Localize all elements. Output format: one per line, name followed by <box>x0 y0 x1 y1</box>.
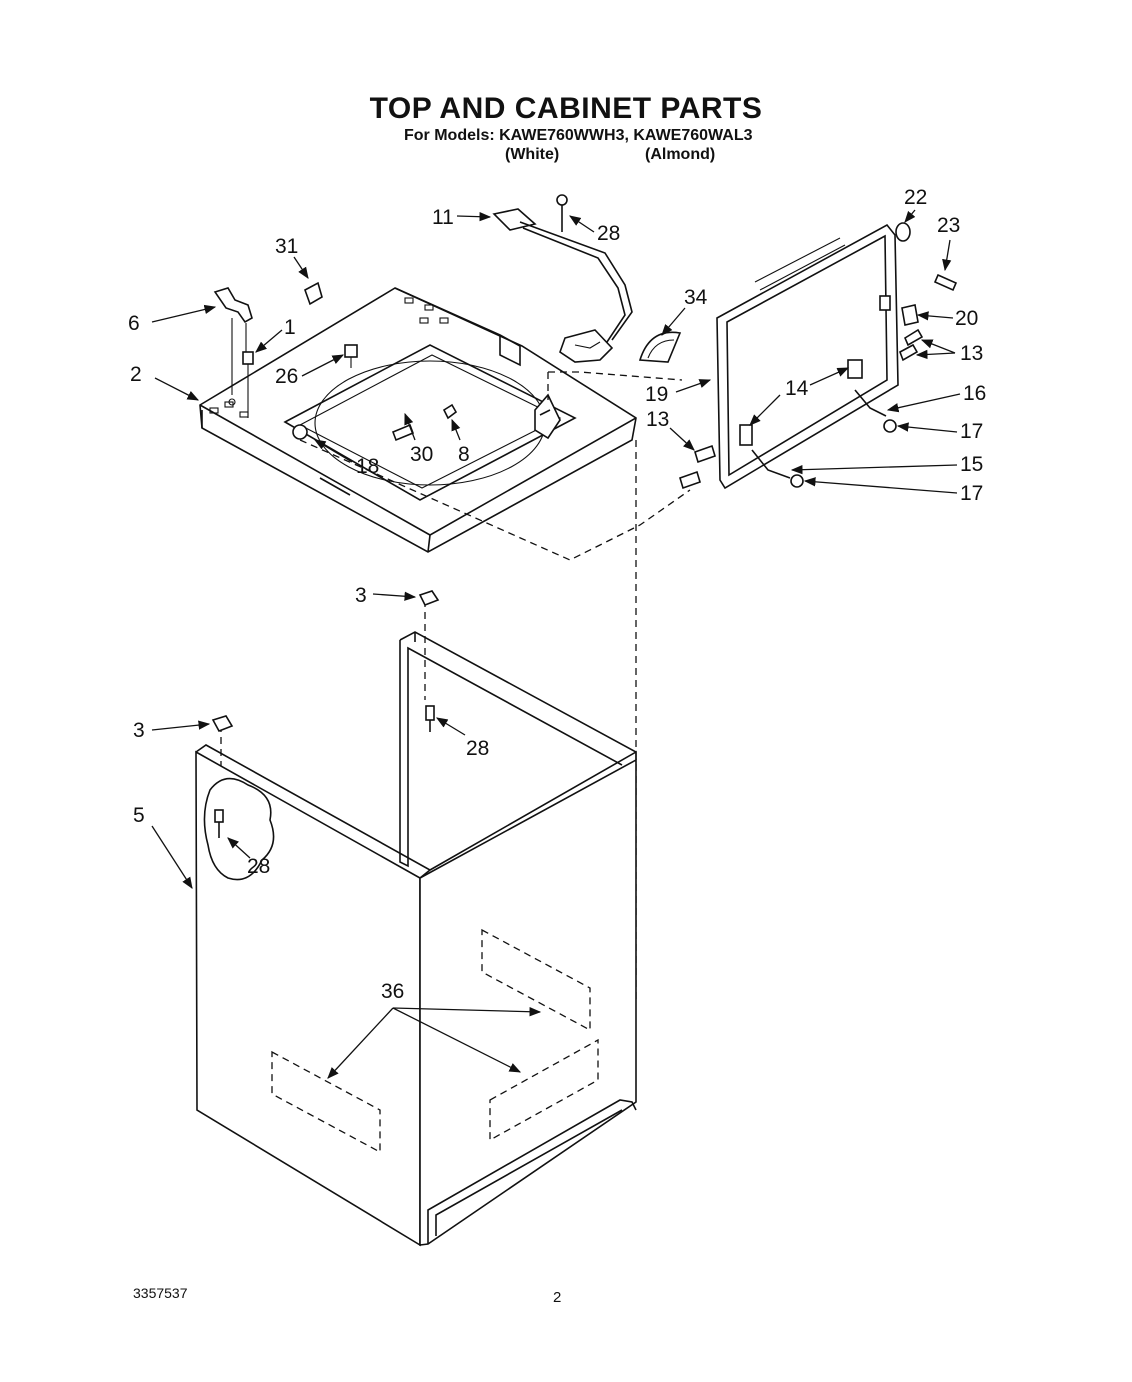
callout-1: 1 <box>284 316 296 339</box>
callout-6: 6 <box>128 312 140 335</box>
callout-28-cabinet: 28 <box>466 737 489 760</box>
models-line: For Models: KAWE760WWH3, KAWE760WAL3 <box>404 127 753 144</box>
callout-5: 5 <box>133 804 145 827</box>
callout-8: 8 <box>458 443 470 466</box>
callout-20: 20 <box>955 307 978 330</box>
part-19-lid <box>716 223 899 490</box>
part-8-screw <box>442 403 458 420</box>
part-20-hinge <box>901 304 919 326</box>
callout-13-left: 13 <box>646 408 669 431</box>
callout-15: 15 <box>960 453 983 476</box>
part-17-bumper-a <box>883 419 897 433</box>
top-panel <box>199 287 637 553</box>
callout-34: 34 <box>684 286 708 309</box>
callout-3-top: 3 <box>355 584 367 607</box>
callout-28-front: 28 <box>247 855 270 878</box>
callout-30: 30 <box>410 443 433 466</box>
part-28-screw-top <box>556 194 568 232</box>
part-13-screw-c <box>694 444 716 464</box>
callout-26: 26 <box>275 365 298 388</box>
part-6-clip <box>213 287 253 406</box>
part-17-bumper-b <box>790 474 804 488</box>
callout-17-bottom: 17 <box>960 482 983 505</box>
callout-18: 18 <box>356 455 379 478</box>
part-34-cover <box>638 331 682 363</box>
callout-31: 31 <box>275 235 298 258</box>
part-13-screw-d <box>679 470 701 490</box>
part-22-washer <box>895 222 911 242</box>
part-31-clip <box>304 281 323 306</box>
color-almond-label: (Almond) <box>645 146 716 163</box>
callout-28-top: 28 <box>597 222 620 245</box>
part-5-cabinet <box>195 590 637 1247</box>
color-white-label: (White) <box>505 146 560 163</box>
part-1-screw <box>242 351 254 365</box>
callout-11: 11 <box>432 206 454 229</box>
callout-3-left: 3 <box>133 719 145 742</box>
part-13-screw-b <box>899 343 919 362</box>
part-23-pin <box>933 273 958 292</box>
part-26-nut <box>344 344 358 368</box>
document-number: 3357537 <box>133 1285 188 1301</box>
callout-22: 22 <box>904 186 927 209</box>
callout-16: 16 <box>963 382 986 405</box>
callout-36: 36 <box>381 980 404 1003</box>
callout-14: 14 <box>785 377 809 400</box>
page-title: TOP AND CABINET PARTS <box>369 92 763 125</box>
callout-19: 19 <box>645 383 668 406</box>
part-11-lid-switch <box>492 208 633 363</box>
callout-23: 23 <box>937 214 960 237</box>
callout-2: 2 <box>130 363 142 386</box>
page-number: 2 <box>553 1289 562 1306</box>
callout-13-right: 13 <box>960 342 983 365</box>
part-13-screw-a <box>903 328 924 347</box>
callout-17-top: 17 <box>960 420 983 443</box>
